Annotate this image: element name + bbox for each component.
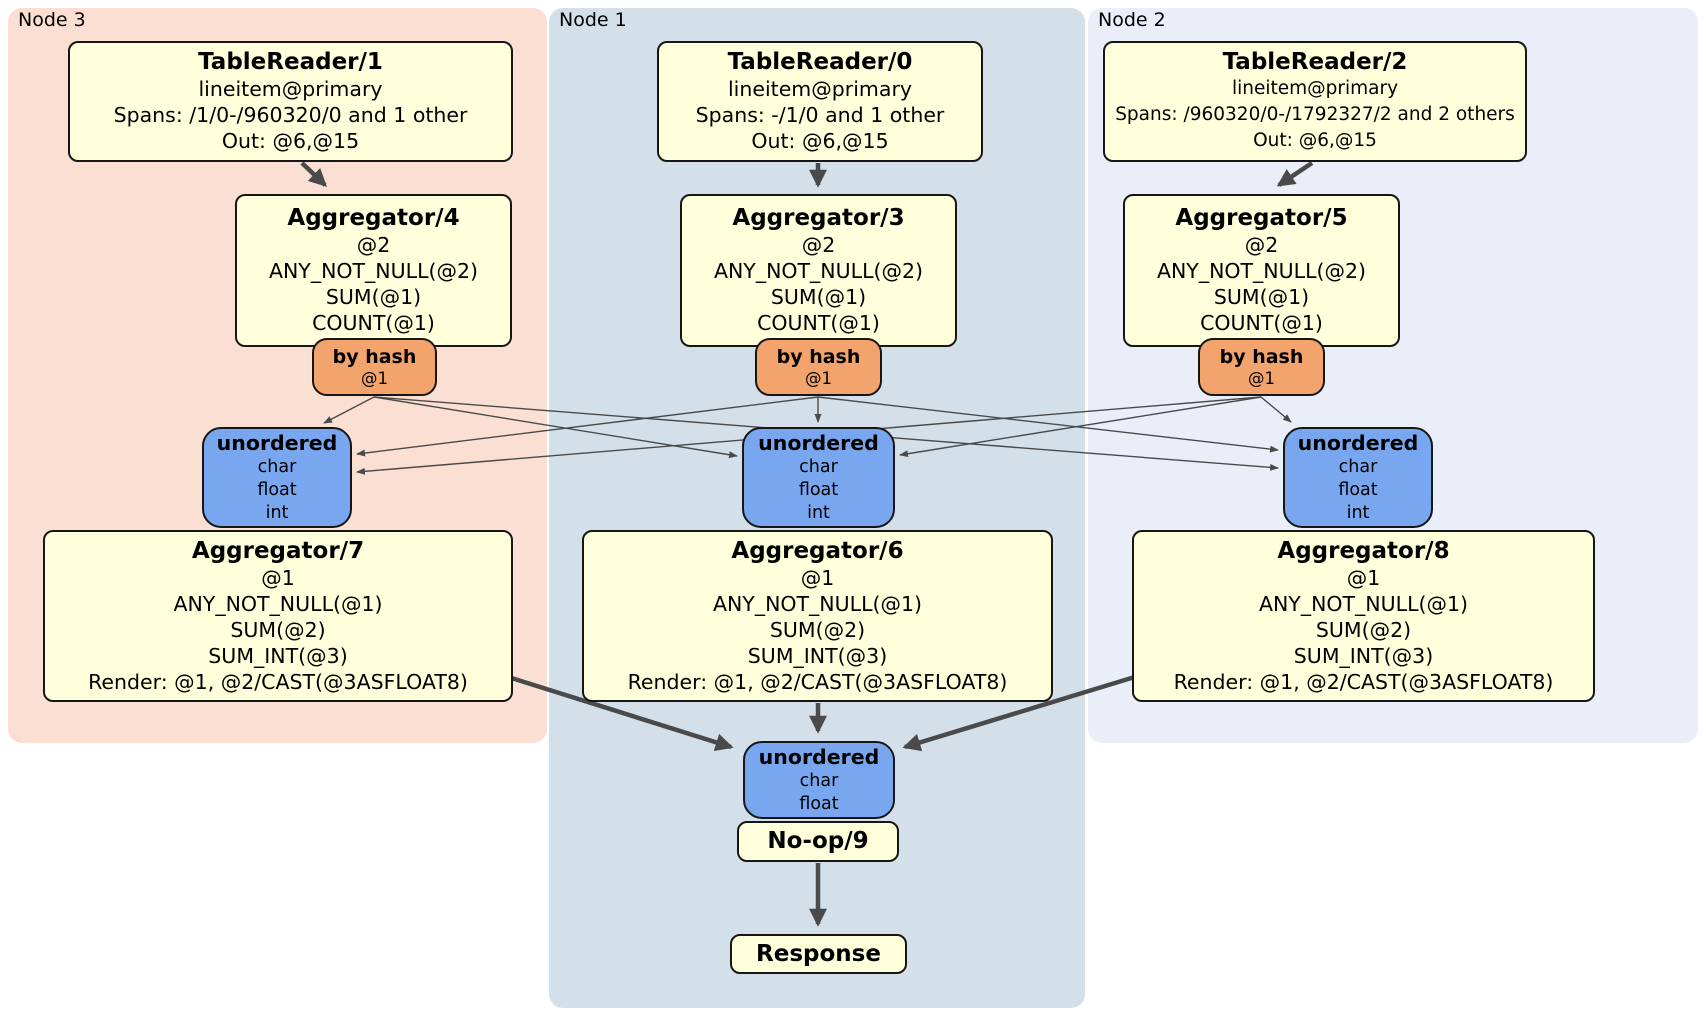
- box-line: Render: @1, @2/CAST(@3ASFLOAT8): [627, 669, 1008, 694]
- aggregator-6-box: Aggregator/6 @1 ANY_NOT_NULL(@1) SUM(@2)…: [582, 530, 1053, 702]
- box-line: ANY_NOT_NULL(@2): [713, 259, 924, 283]
- box-title: Aggregator/6: [731, 537, 904, 564]
- response-box: Response: [730, 934, 907, 974]
- node3-label: Node 3: [18, 9, 86, 31]
- box-line: SUM_INT(@3): [1293, 643, 1434, 668]
- box-line: Out: @6,@15: [221, 129, 360, 153]
- router-label: by hash: [1219, 345, 1304, 368]
- box-line: @2: [801, 233, 836, 257]
- sync-unordered-bottom: unordered char float: [743, 741, 895, 819]
- box-line: @2: [356, 233, 391, 257]
- aggregator-4-box: Aggregator/4 @2 ANY_NOT_NULL(@2) SUM(@1)…: [235, 194, 512, 347]
- box-line: Spans: /1/0-/960320/0 and 1 other: [113, 103, 468, 127]
- box-line: ANY_NOT_NULL(@2): [268, 259, 479, 283]
- sync-label: unordered: [216, 431, 338, 455]
- node2-label: Node 2: [1098, 9, 1166, 31]
- router-detail: @1: [1248, 368, 1275, 388]
- box-line: SUM(@2): [1315, 617, 1412, 642]
- box-title: No-op/9: [767, 828, 869, 854]
- box-line: SUM_INT(@3): [747, 643, 888, 668]
- sync-column: int: [1346, 503, 1370, 523]
- sync-label: unordered: [758, 431, 879, 455]
- box-title: TableReader/2: [1222, 49, 1408, 75]
- sync-column: float: [1338, 480, 1378, 500]
- aggregator-5-box: Aggregator/5 @2 ANY_NOT_NULL(@2) SUM(@1)…: [1123, 194, 1400, 347]
- box-line: @1: [261, 565, 295, 590]
- box-title: Aggregator/5: [1175, 205, 1348, 231]
- node1-label: Node 1: [559, 9, 627, 31]
- box-line: lineitem@primary: [727, 77, 913, 101]
- aggregator-8-box: Aggregator/8 @1 ANY_NOT_NULL(@1) SUM(@2)…: [1132, 530, 1595, 702]
- noop-9-box: No-op/9: [737, 821, 899, 862]
- box-line: ANY_NOT_NULL(@1): [712, 591, 923, 616]
- sync-column: char: [799, 771, 839, 791]
- sync-column: int: [265, 503, 289, 523]
- router-detail: @1: [805, 368, 832, 388]
- sync-column: char: [1338, 457, 1378, 477]
- box-title: Aggregator/4: [287, 205, 460, 231]
- tablereader-2-box: TableReader/2 lineitem@primary Spans: /9…: [1103, 41, 1527, 162]
- sync-column: int: [807, 503, 830, 523]
- box-title: Aggregator/7: [191, 537, 365, 564]
- aggregator-7-box: Aggregator/7 @1 ANY_NOT_NULL(@1) SUM(@2)…: [43, 530, 513, 702]
- box-line: Out: @6,@15: [1253, 130, 1377, 151]
- sync-column: char: [257, 457, 297, 477]
- router-by-hash-right: by hash @1: [1198, 338, 1325, 396]
- sync-column: float: [799, 794, 839, 814]
- tablereader-0-box: TableReader/0 lineitem@primary Spans: -/…: [657, 41, 983, 162]
- router-by-hash-left: by hash @1: [312, 338, 437, 396]
- box-line: SUM(@2): [230, 617, 326, 642]
- box-line: ANY_NOT_NULL(@1): [1258, 591, 1469, 616]
- sync-label: unordered: [758, 745, 880, 769]
- router-label: by hash: [332, 345, 417, 368]
- box-line: SUM(@1): [1213, 285, 1310, 309]
- router-by-hash-middle: by hash @1: [755, 338, 882, 396]
- box-title: Aggregator/8: [1277, 537, 1450, 564]
- router-label: by hash: [776, 345, 861, 368]
- box-line: Spans: -/1/0 and 1 other: [695, 103, 945, 127]
- box-title: TableReader/1: [198, 49, 383, 75]
- sync-label: unordered: [1297, 431, 1419, 455]
- sync-unordered-left: unordered char float int: [202, 427, 352, 528]
- box-line: COUNT(@1): [1200, 311, 1323, 335]
- aggregator-3-box: Aggregator/3 @2 ANY_NOT_NULL(@2) SUM(@1)…: [680, 194, 957, 347]
- box-line: Spans: /960320/0-/1792327/2 and 2 others: [1115, 104, 1515, 125]
- box-line: SUM(@2): [769, 617, 866, 642]
- router-detail: @1: [361, 368, 388, 388]
- box-title: TableReader/0: [727, 49, 913, 75]
- box-title: Aggregator/3: [732, 205, 905, 231]
- box-line: SUM(@1): [325, 285, 422, 309]
- box-line: @1: [800, 565, 835, 590]
- box-line: ANY_NOT_NULL(@2): [1156, 259, 1367, 283]
- box-line: SUM_INT(@3): [208, 643, 348, 668]
- tablereader-1-box: TableReader/1 lineitem@primary Spans: /1…: [68, 41, 513, 162]
- box-line: @1: [1346, 565, 1381, 590]
- box-line: @2: [1244, 233, 1279, 257]
- sync-unordered-right: unordered char float int: [1283, 427, 1433, 528]
- box-line: Out: @6,@15: [751, 129, 889, 153]
- box-title: Response: [756, 940, 881, 967]
- sync-column: float: [257, 480, 297, 500]
- box-line: SUM(@1): [770, 285, 867, 309]
- box-line: Render: @1, @2/CAST(@3ASFLOAT8): [88, 669, 468, 694]
- box-line: COUNT(@1): [757, 311, 880, 335]
- box-line: ANY_NOT_NULL(@1): [173, 591, 383, 616]
- box-line: COUNT(@1): [312, 311, 435, 335]
- box-line: Render: @1, @2/CAST(@3ASFLOAT8): [1173, 669, 1554, 694]
- sync-column: float: [798, 480, 839, 500]
- sync-column: char: [799, 457, 838, 477]
- box-line: lineitem@primary: [198, 77, 383, 101]
- box-line: lineitem@primary: [1231, 78, 1399, 99]
- sync-unordered-middle: unordered char float int: [742, 427, 895, 528]
